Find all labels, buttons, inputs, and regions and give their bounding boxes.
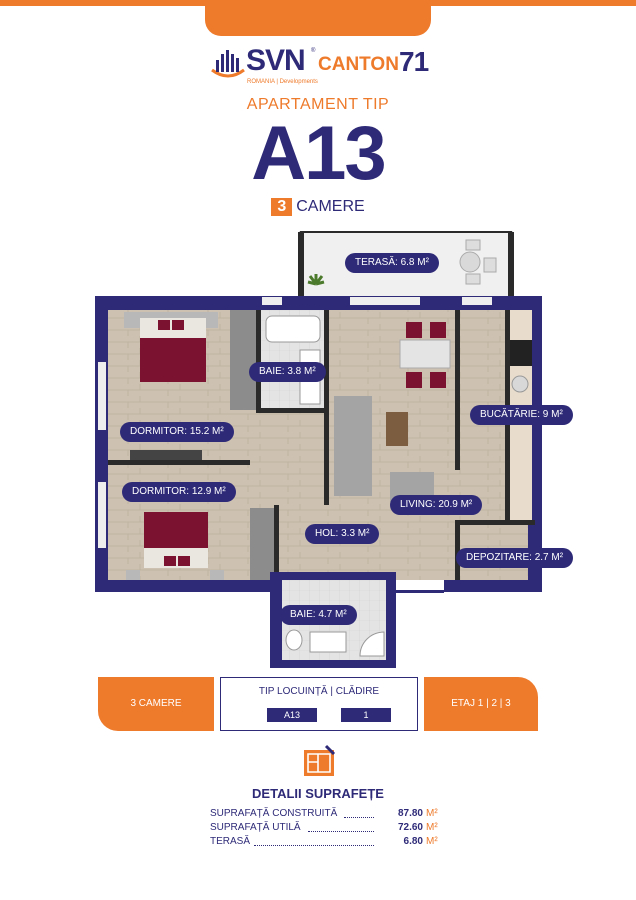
blueprint-icon (304, 744, 336, 776)
detail-value: 6.80 (403, 836, 423, 847)
detail-value: 87.80 (397, 808, 423, 819)
apartment-info-row: 3 CAMERE TIP LOCUINȚĂ | CLĂDIRE A13 1 ET… (0, 677, 636, 731)
room-label-terrace: TERASĂ: 6.8 M² (345, 253, 439, 273)
detail-unit: M² (426, 808, 438, 819)
info-building-chip: 1 (341, 708, 391, 722)
living-room (334, 396, 434, 502)
project-name: CANTON (318, 54, 399, 75)
detail-label: SUPRAFAȚĂ CONSTRUITĂ (210, 808, 338, 819)
terrace-plant-icon (307, 274, 325, 286)
rooms-label: CAMERE (296, 198, 365, 215)
detail-dots (254, 845, 374, 846)
detail-unit: M² (426, 836, 438, 847)
room-label-hallway: HOL: 3.3 M² (305, 524, 380, 544)
top-accent-tab (205, 0, 431, 36)
info-type-chip: A13 (267, 708, 317, 722)
brand-trademark: ® (311, 48, 316, 54)
info-floors: ETAJ 1 | 2 | 3 (424, 677, 538, 731)
floor-plan (95, 231, 542, 668)
detail-row-terrace: TERASĂ 6.80 M² (210, 836, 450, 850)
brand-logo: SVN ® CANTON 71 ROMANIA | Developments (0, 44, 636, 92)
info-rooms: 3 CAMERE (98, 677, 214, 731)
room-label-kitchen: BUCĂTĂRIE: 9 M² (470, 405, 573, 425)
detail-dots (344, 817, 374, 818)
terrace-area (298, 231, 514, 298)
detail-value: 72.60 (397, 822, 423, 833)
floor-plan-notch (396, 580, 444, 594)
detail-unit: M² (426, 822, 438, 833)
detail-row-built: SUPRAFAȚĂ CONSTRUITĂ 87.80 M² (210, 808, 450, 822)
dining-table (399, 322, 451, 388)
brand-subtitle: ROMANIA | Developments (247, 79, 318, 85)
brand-name: SVN (246, 44, 306, 77)
room-label-bedroom-1: DORMITOR: 15.2 M² (120, 422, 234, 442)
room-label-living: LIVING: 20.9 M² (390, 495, 483, 515)
window-frames (98, 297, 492, 548)
detail-label: TERASĂ (210, 836, 251, 847)
project-number: 71 (399, 46, 429, 77)
room-label-storage: DEPOZITARE: 2.7 M² (456, 548, 574, 568)
detail-row-usable: SUPRAFAȚĂ UTILĂ 72.60 M² (210, 822, 450, 836)
room-label-bedroom-2: DORMITOR: 12.9 M² (122, 482, 236, 502)
bathroom-1 (261, 310, 324, 408)
bedroom-2 (108, 450, 274, 580)
detail-dots (308, 831, 374, 832)
room-label-bathroom-2: BAIE: 4.7 M² (280, 605, 357, 625)
room-label-bathroom-1: BAIE: 3.8 M² (249, 362, 326, 382)
detail-label: SUPRAFAȚĂ UTILĂ (210, 822, 301, 833)
details-title: DETALII SUPRAFEȚE (252, 786, 384, 801)
info-type-building-title: TIP LOCUINȚĂ | CLĂDIRE (258, 686, 380, 697)
info-type-building: TIP LOCUINȚĂ | CLĂDIRE A13 1 (220, 677, 418, 731)
rooms-number-badge: 3 (271, 198, 293, 216)
building-bars-icon (211, 50, 245, 78)
apartment-type-label: APARTAMENT TIP (246, 96, 390, 113)
apartment-code: A13 (251, 111, 386, 196)
